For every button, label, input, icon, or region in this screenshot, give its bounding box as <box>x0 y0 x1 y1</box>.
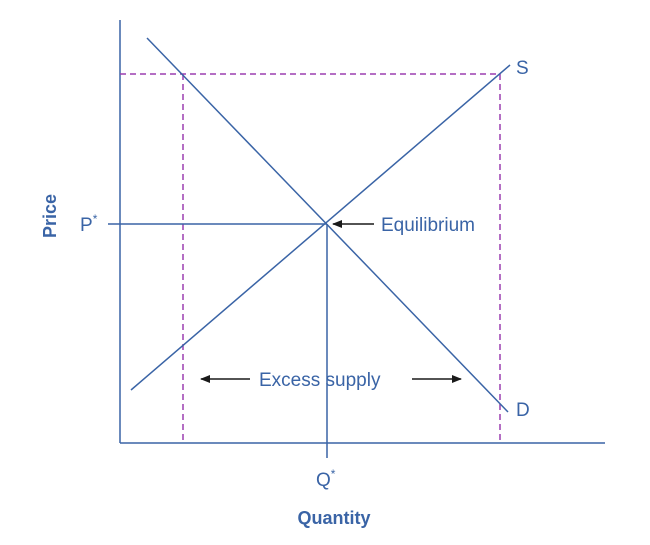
x-axis-title: Quantity <box>297 508 370 528</box>
equilibrium-price-label: P* <box>80 212 98 236</box>
equilibrium-price-letter: P <box>80 215 93 236</box>
equilibrium-quantity-star: * <box>331 467 336 481</box>
demand-curve <box>146 37 509 413</box>
demand-curve-label: D <box>516 400 530 421</box>
supply-curve <box>130 64 511 391</box>
equilibrium-annotation: Equilibrium <box>381 215 475 236</box>
y-axis-title: Price <box>40 194 60 238</box>
equilibrium-quantity-letter: Q <box>316 470 331 491</box>
equilibrium-quantity-label: Q* <box>316 467 336 491</box>
equilibrium-price-star: * <box>93 212 98 226</box>
supply-curve-label: S <box>516 58 529 79</box>
excess-supply-annotation: Excess supply <box>259 370 381 391</box>
